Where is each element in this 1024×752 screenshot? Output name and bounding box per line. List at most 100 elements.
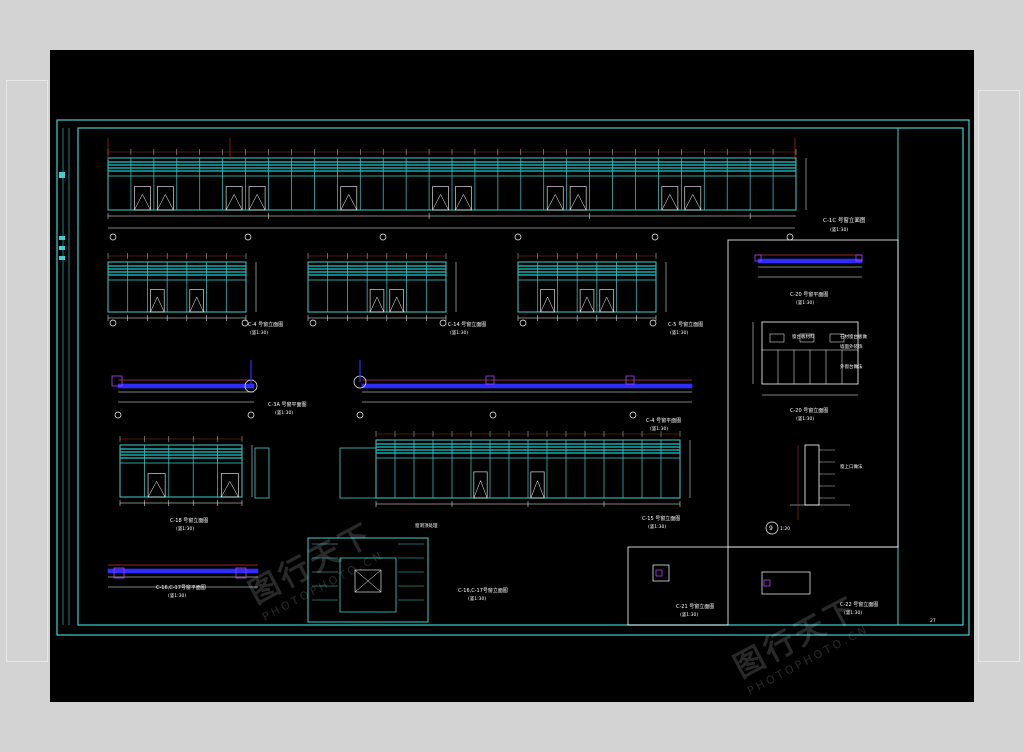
elev-a-door-panel: [189, 289, 204, 313]
elev-main-door-swing: [669, 194, 679, 211]
elev-main-door-swing: [340, 194, 350, 211]
elev-main-door-swing: [142, 194, 151, 211]
drawing-label: C-1C 号窗立面图: [823, 216, 866, 224]
drawing-label: C-20 号窗平面图: [790, 291, 828, 298]
elev-main-door-swing: [225, 194, 235, 211]
right-detail-panel: [727, 239, 899, 548]
plan-bottom-sill: [107, 568, 259, 574]
elev-b-door-panel: [369, 289, 385, 313]
right-elev-sign: [829, 333, 845, 343]
elev-e-door-swing: [473, 480, 481, 499]
axis-bubble: [309, 319, 317, 327]
elev-c-door-swing: [586, 296, 595, 313]
drawing-note: 窗上口做法: [840, 463, 863, 470]
drawing-note: 窗台板材料: [792, 333, 815, 340]
axis-bubble: [244, 233, 252, 241]
drawing-label: (竖1:30): [680, 611, 698, 618]
right-plan-col: [754, 254, 762, 262]
bg-frame-left: [6, 80, 48, 662]
binding-strip: [59, 128, 70, 625]
elev-main-door-swing: [569, 194, 579, 211]
portal-frame: [307, 537, 429, 623]
drawing-label: C-4 号窗平面图: [646, 417, 681, 424]
drawing-label: C-20 号窗立面图: [790, 407, 828, 414]
elev-c-door-swing: [606, 296, 614, 313]
elev-main-door-swing: [348, 194, 358, 211]
detail-bubble: [765, 521, 779, 535]
elev-main-door-swing: [455, 194, 464, 211]
drawing-label: C-3A 号窗平面图: [268, 401, 307, 408]
elev-main-door-panel: [684, 186, 702, 211]
elev-main-door-swing: [684, 194, 694, 211]
elev-d-door-swing: [147, 481, 157, 498]
cad-drawing-canvas: C-1C 号窗立面图(竖1:30)C-4 号窗立面图(竖1:30)C-14 号窗…: [56, 119, 970, 636]
plan-mid-sill: [361, 383, 693, 389]
elev-b-door-swing: [396, 296, 404, 313]
elev-main-door-panel: [248, 186, 266, 211]
elev-c-door-swing: [540, 296, 548, 313]
inner-border: [77, 127, 964, 626]
elev-c-door-swing: [547, 296, 555, 313]
plan-column: [111, 375, 123, 387]
small-elev-b-col: [763, 579, 771, 587]
bottom-detail-box: [627, 546, 729, 626]
small-elev-b: [761, 571, 811, 595]
elev-main-door-swing: [157, 194, 166, 211]
drawing-label: (竖1:30): [450, 329, 468, 336]
axis-bubble: [379, 233, 387, 241]
elev-d-door-swing: [229, 481, 239, 498]
elev-main-door-swing: [577, 194, 587, 211]
elev-b-door-swing: [369, 296, 378, 313]
elev-main-door-panel: [340, 186, 358, 211]
elev-main-door-swing: [256, 194, 266, 211]
elev-main-door-swing: [661, 194, 671, 211]
small-elev-a: [652, 564, 670, 582]
drawing-label: (竖1:30): [796, 415, 814, 422]
axis-bubble: [109, 319, 117, 327]
elev-main-door-panel: [225, 186, 243, 211]
portal-opening: [339, 557, 397, 613]
axis-bubble: [651, 233, 659, 241]
elev-main-door-swing: [233, 194, 243, 211]
elev-a-door-swing: [196, 296, 204, 313]
detail-column: [804, 444, 820, 506]
elev-d-side: [254, 447, 270, 499]
drawing-note: 石材窗台板做: [840, 333, 867, 340]
elev-main-door-swing: [546, 194, 556, 211]
drawing-label: 27: [930, 618, 936, 624]
elev-e-door-swing: [537, 480, 545, 499]
plan-left-sill: [117, 383, 255, 389]
axis-bubble: [649, 319, 657, 327]
elev-c-door-swing: [579, 296, 588, 313]
drawing-note: 墙面外装饰: [840, 343, 863, 350]
drawing-label: C-5 号窗立面图: [668, 321, 703, 328]
elev-e-door-panel: [473, 471, 488, 499]
elev-main-door-panel: [455, 186, 472, 211]
drawing-label: (竖1:30): [650, 425, 668, 432]
elev-d-door-panel: [220, 473, 239, 498]
drawing-label: (竖1:30): [830, 226, 848, 233]
elev-main-door-panel: [569, 186, 587, 211]
elev-c-door-panel: [579, 289, 595, 313]
elev-main-door-panel: [661, 186, 679, 211]
axis-bubble: [439, 319, 447, 327]
right-plan-sill: [757, 258, 863, 264]
outer-border: [56, 119, 970, 636]
elev-main-door-swing: [134, 194, 143, 211]
elev-a-door-swing: [157, 296, 165, 313]
right-plan-col: [855, 254, 863, 262]
small-elev-a-col: [655, 569, 663, 577]
bg-frame-right: [978, 90, 1020, 662]
elev-d-door-panel: [147, 473, 166, 498]
drawing-label: C-16,C-17号窗立面图: [458, 587, 508, 594]
drawing-label: C-16,C-17号窗平面图: [156, 584, 206, 591]
plan-column: [625, 375, 635, 385]
drawing-label: (竖1:30): [168, 592, 186, 599]
elev-b-door-swing: [376, 296, 385, 313]
elev-main-door-panel: [157, 186, 174, 211]
drawing-label: C-18 号窗立面图: [170, 517, 208, 524]
elev-c-door-panel: [540, 289, 555, 313]
portal-plaque: [354, 569, 382, 593]
cad-drawing-sheet: C-1C 号窗立面图(竖1:30)C-4 号窗立面图(竖1:30)C-14 号窗…: [50, 50, 974, 702]
axis-bubble: [629, 411, 637, 419]
